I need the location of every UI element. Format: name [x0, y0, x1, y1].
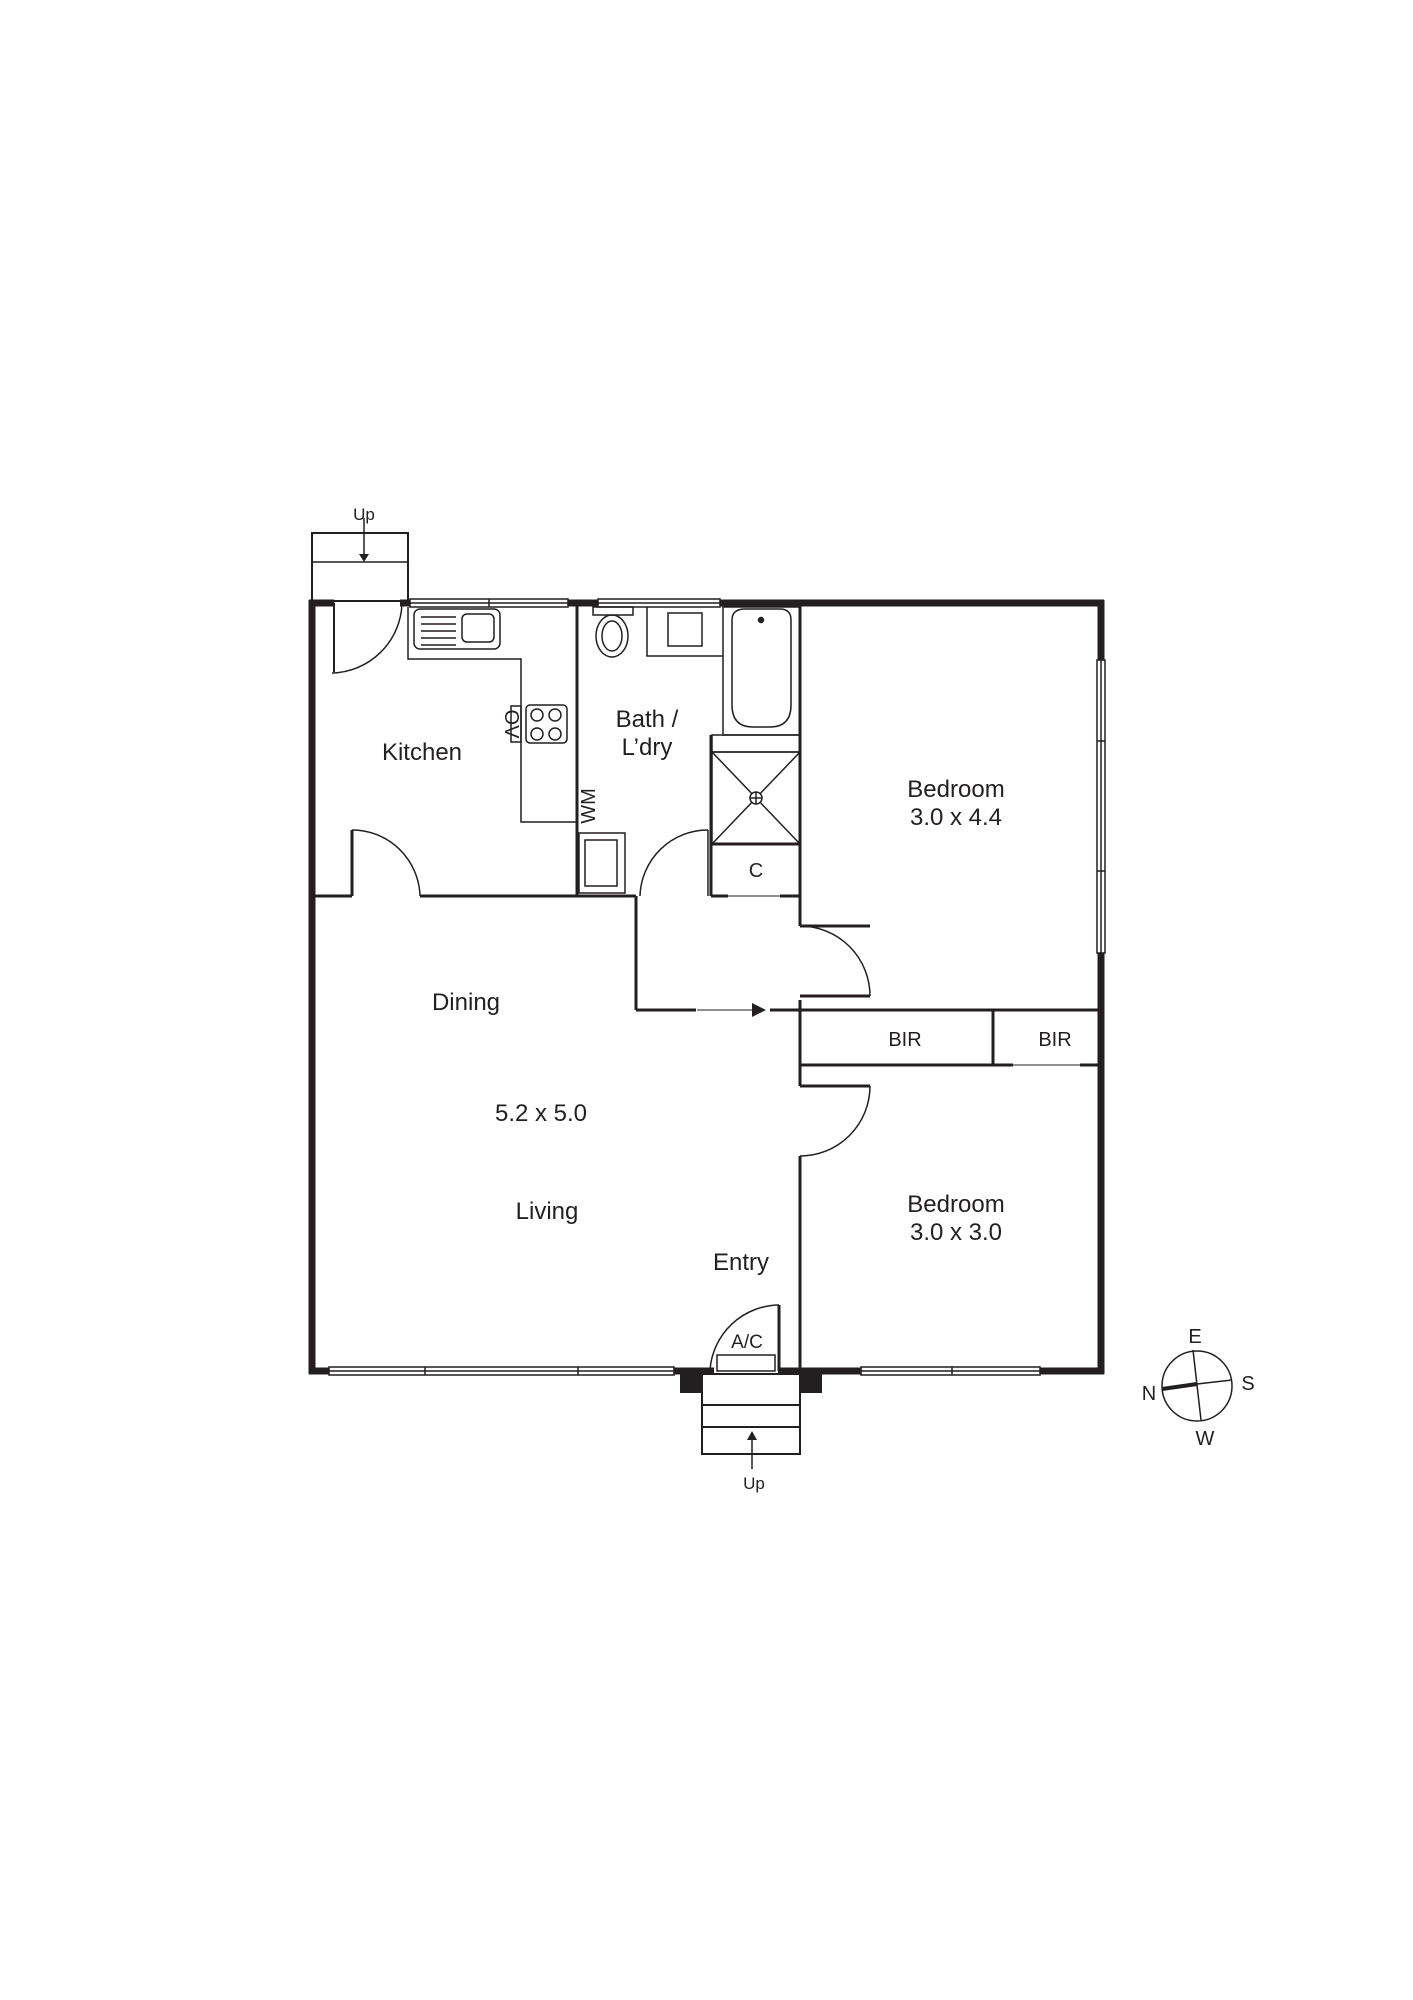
room-label-entry: Entry	[713, 1249, 769, 1276]
compass-n: N	[1142, 1383, 1156, 1405]
ac-label: A/C	[731, 1332, 763, 1353]
interior-walls	[312, 603, 1101, 1371]
cupboard-label: C	[749, 860, 763, 882]
room-label-dining: Dining	[432, 989, 500, 1016]
bir2-label: BIR	[1038, 1029, 1071, 1051]
compass-s: S	[1241, 1373, 1254, 1395]
cooktop-icon	[510, 704, 568, 744]
sink-icon	[413, 608, 501, 650]
toilet-icon	[592, 606, 634, 658]
bottom-stair	[701, 1373, 801, 1469]
compass-e: E	[1188, 1326, 1201, 1348]
ac-unit-icon	[716, 1354, 776, 1372]
hall-arrow-icon	[752, 1003, 766, 1017]
room-label-kitchen: Kitchen	[382, 739, 462, 766]
compass-icon	[1161, 1349, 1233, 1422]
top-stair	[311, 518, 409, 602]
bir1-label: BIR	[888, 1029, 921, 1051]
bathtub-icon	[722, 606, 801, 736]
kitchen-door-swing	[331, 603, 403, 674]
entry-pier-left	[680, 1371, 702, 1393]
kitchen-counter	[407, 607, 577, 823]
compass-w: W	[1196, 1428, 1215, 1450]
door-swings	[351, 829, 871, 1371]
room-label-living: Living	[516, 1198, 579, 1225]
room-size-living: 5.2 x 5.0	[495, 1100, 587, 1127]
windows	[328, 598, 1106, 1376]
stair-up-label-bottom: Up	[743, 1474, 765, 1493]
basin-icon	[646, 607, 723, 657]
washing-machine-icon	[578, 832, 626, 894]
shower-icon	[711, 734, 801, 845]
room-label-bedroom1: Bedroom	[907, 776, 1004, 803]
room-label-bedroom2: Bedroom	[907, 1191, 1004, 1218]
room-size-bedroom2: 3.0 x 3.0	[910, 1219, 1002, 1246]
wm-label: WM	[578, 788, 600, 824]
entry-pier-right	[800, 1371, 822, 1393]
stair-up-label-top: Up	[353, 505, 375, 524]
oven-label: OV	[500, 710, 522, 740]
room-label-bath-line1: Bath /	[616, 706, 679, 733]
room-label-bath-line2: L’dry	[622, 734, 673, 761]
room-size-bedroom1: 3.0 x 4.4	[910, 804, 1002, 831]
outer-walls	[308, 599, 1105, 1375]
